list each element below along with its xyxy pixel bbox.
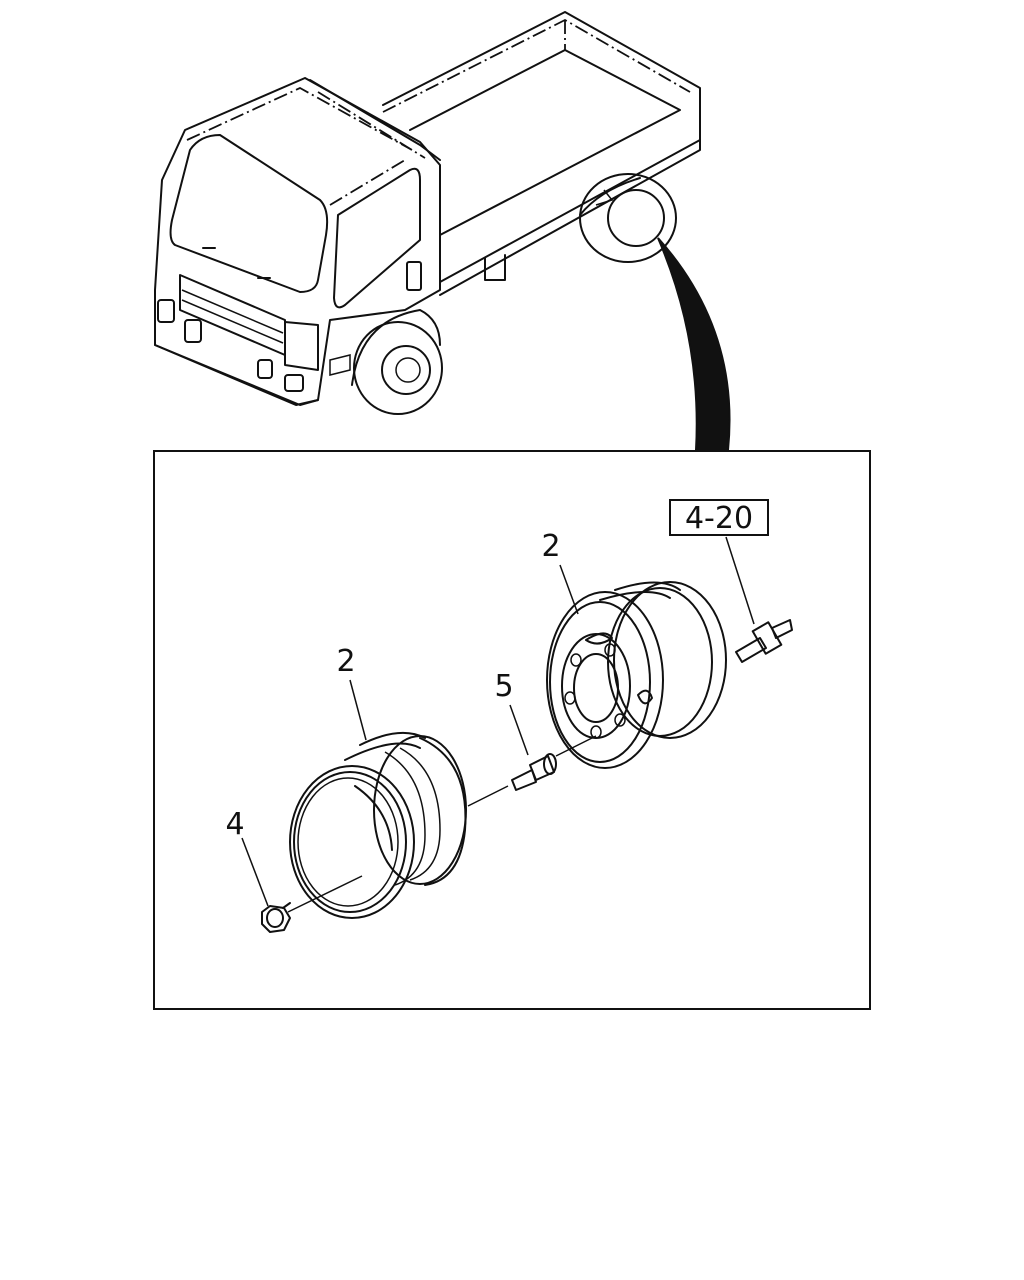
leader-lines [241, 536, 755, 907]
callout-hub-bolt[interactable]: 5 [494, 669, 513, 704]
callout-rear-wheel[interactable]: 2 [541, 529, 560, 564]
callout-front-rim[interactable]: 2 [336, 644, 355, 679]
front-wheel [351, 309, 443, 415]
detail-pointer-arrow [657, 237, 731, 451]
disc-wheel [546, 581, 727, 769]
rear-wheel [579, 173, 677, 263]
assembly-center-line [287, 735, 597, 913]
hub-bolt [511, 753, 557, 791]
truck-illustration [154, 11, 731, 451]
callout-wheel-nut[interactable]: 4 [225, 807, 244, 842]
reference-box[interactable]: 4-20 [669, 499, 769, 536]
wheel-nut [261, 902, 291, 933]
detail-frame [153, 450, 871, 1010]
reference-box-label: 4-20 [685, 501, 753, 536]
hub-stud [735, 619, 793, 663]
truck-cab [154, 77, 441, 406]
split-rim [289, 731, 467, 919]
cargo-bed [309, 11, 701, 296]
